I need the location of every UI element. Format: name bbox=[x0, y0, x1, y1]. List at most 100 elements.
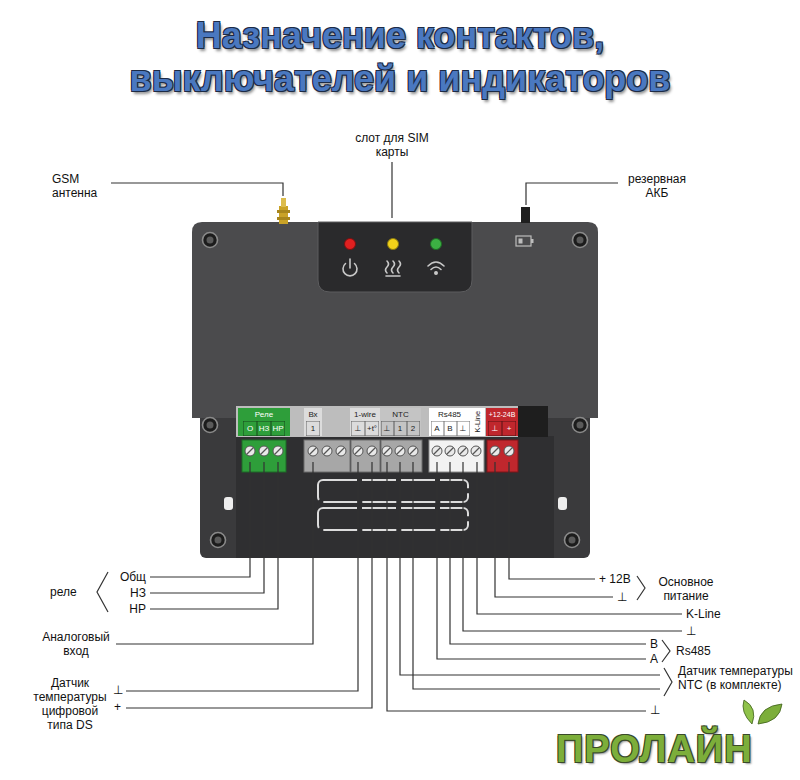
pin-name-box: + 12В bbox=[599, 572, 631, 586]
logo-leaf bbox=[743, 700, 754, 724]
battery-icon bbox=[516, 236, 531, 246]
leader-line bbox=[387, 462, 646, 711]
strip-cell: +t° bbox=[365, 421, 379, 436]
bracket bbox=[664, 668, 672, 696]
gsm-antenna bbox=[277, 210, 290, 213]
strip-cell: 1 bbox=[306, 421, 320, 436]
strip-heading: Реле bbox=[255, 410, 273, 419]
terminal-label: О bbox=[247, 424, 253, 433]
terminal-label: B bbox=[447, 424, 452, 433]
leader-line bbox=[391, 162, 392, 218]
strip-cell: НЗ bbox=[257, 421, 271, 436]
relay-label-strip: РелеО НЗНР bbox=[238, 408, 290, 436]
callout-label-box: слот для SIM карты bbox=[347, 131, 437, 159]
heating-icon bbox=[386, 275, 400, 277]
callout-label: Датчик температуры цифровой типа DS bbox=[33, 676, 106, 732]
pin-name: НЗ bbox=[130, 586, 146, 600]
terminal-label: K-Line bbox=[474, 411, 482, 433]
leader-line bbox=[111, 183, 283, 196]
device-illustration-part bbox=[408, 446, 418, 456]
callout-label-box: Датчик температуры цифровой типа DS bbox=[32, 676, 108, 732]
terminal-label: ⊥ bbox=[384, 424, 391, 433]
pin-name-box: A bbox=[650, 652, 658, 666]
input-label-strip: Вх1 bbox=[304, 408, 322, 436]
pin-name: B bbox=[650, 637, 658, 651]
strip-heading: 1-wire bbox=[354, 410, 376, 419]
device-illustration-part bbox=[308, 446, 318, 456]
strip-heading: Rs485 bbox=[438, 410, 461, 419]
bracket bbox=[637, 576, 645, 600]
leader-line bbox=[116, 462, 313, 644]
terminal-label: + bbox=[507, 424, 512, 433]
diagram-title: Назначение контактов, выключателей и инд… bbox=[130, 15, 671, 99]
device-illustration-part bbox=[504, 446, 514, 456]
strip-cell: НР bbox=[271, 421, 285, 436]
device-illustration-part bbox=[432, 446, 442, 456]
pin-name: НР bbox=[129, 602, 146, 616]
leader-line bbox=[126, 462, 358, 691]
leader-line bbox=[509, 462, 595, 579]
callout-label-box: резервная АКБ bbox=[620, 172, 694, 200]
leader-line bbox=[450, 462, 646, 644]
terminal-label: 2 bbox=[411, 424, 415, 433]
pin-name: + bbox=[114, 700, 121, 714]
housing-screw bbox=[211, 533, 226, 548]
leader-line bbox=[463, 462, 682, 631]
housing-screw bbox=[203, 233, 218, 248]
strip-cell: + bbox=[502, 421, 516, 436]
device-illustration-part bbox=[382, 446, 392, 456]
pin-name-box: НЗ bbox=[130, 586, 146, 600]
callout-label: Аналоговый вход bbox=[42, 630, 110, 658]
housing-screw bbox=[203, 418, 218, 433]
title-box: Назначение контактов, выключателей и инд… bbox=[80, 14, 720, 100]
cable-knockout bbox=[318, 480, 468, 502]
mounting-slot bbox=[558, 497, 567, 510]
pin-name: K-Line bbox=[686, 607, 721, 621]
device-illustration-part bbox=[471, 446, 481, 456]
leader-line bbox=[150, 462, 250, 577]
strip-header: +12-24В bbox=[486, 408, 518, 421]
leader-line bbox=[437, 462, 646, 659]
callout-label: слот для SIM карты bbox=[355, 131, 429, 159]
watermark-box: ПРОЛАЙН bbox=[556, 728, 753, 772]
terminal-label: ⊥ bbox=[492, 424, 499, 433]
device-illustration-part bbox=[458, 446, 468, 456]
strip-cell: K-Line bbox=[470, 408, 485, 436]
strip-heading: +12-24В bbox=[489, 411, 516, 418]
indicator-icons bbox=[343, 259, 444, 276]
battery-icon bbox=[519, 239, 523, 244]
device-illustration-part bbox=[367, 446, 377, 456]
leader-line bbox=[150, 462, 278, 609]
housing-screw bbox=[573, 233, 588, 248]
strip-heading: NTC bbox=[392, 410, 408, 419]
ground-symbol: ⊥ bbox=[617, 590, 627, 604]
ntc-label-strip: NTC⊥12 bbox=[380, 408, 421, 436]
leader-line bbox=[413, 462, 660, 689]
heating-icon bbox=[386, 261, 401, 273]
terminal-label: 1 bbox=[311, 424, 315, 433]
device-illustration-part bbox=[322, 446, 332, 456]
strip-cell: ⊥ bbox=[351, 421, 365, 436]
terminal-label: +t° bbox=[367, 424, 377, 433]
heating-led bbox=[388, 239, 399, 250]
power-led bbox=[345, 239, 356, 250]
strip-cell: ⊥ bbox=[488, 421, 502, 436]
leader-line bbox=[126, 462, 372, 708]
callout-label-box: Датчик температуры NTC (в комплекте) bbox=[678, 664, 794, 692]
pin-name-box: B bbox=[650, 637, 658, 651]
indicator-panel bbox=[318, 222, 472, 292]
wifi-icon bbox=[435, 272, 437, 274]
ground-symbol-box: ⊥ bbox=[686, 624, 696, 638]
pin-name-box: Общ bbox=[120, 570, 146, 584]
gsm-antenna bbox=[279, 206, 288, 224]
ground-symbol: ⊥ bbox=[650, 703, 660, 717]
terminal-recess bbox=[236, 436, 554, 558]
onewire-terminal-block bbox=[351, 440, 380, 472]
power-icon bbox=[349, 259, 351, 268]
leader-line bbox=[477, 462, 682, 614]
strip-cell: ⊥ bbox=[381, 421, 394, 436]
strip-cell: ⊥ bbox=[457, 421, 470, 436]
callout-label-box: GSM антенна bbox=[52, 172, 108, 200]
callout-label: GSM антенна bbox=[52, 172, 97, 200]
